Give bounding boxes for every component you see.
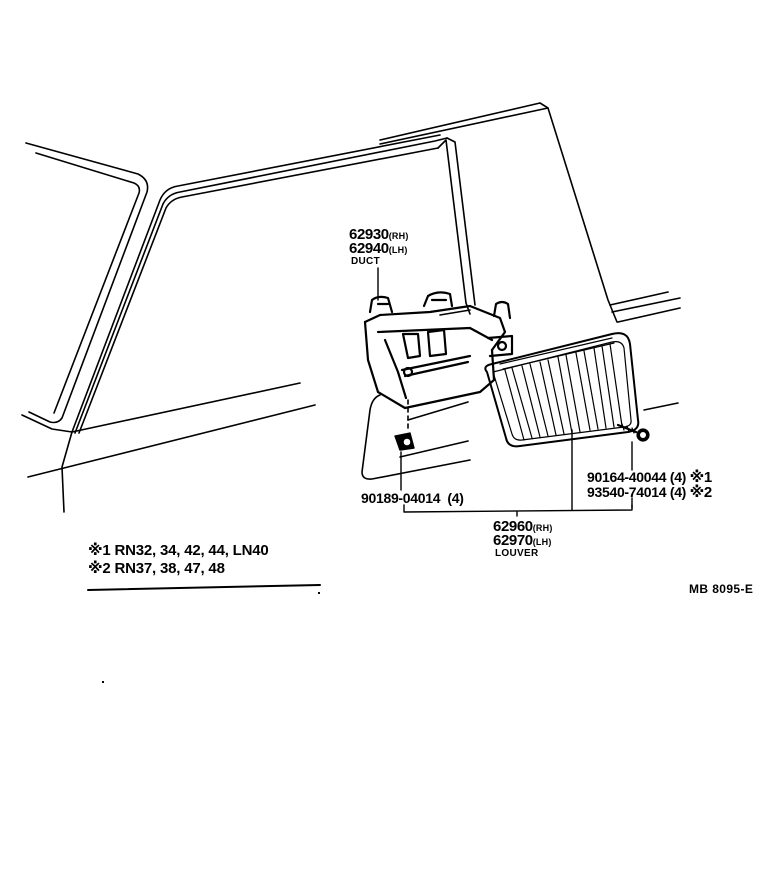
screw-2-part-label: 93540-74014 (4) ※2 — [587, 485, 712, 500]
figure-id: MB 8095-E — [689, 582, 754, 596]
louver-part — [484, 332, 640, 448]
screw-2-mark: ※2 — [689, 484, 713, 501]
screw-1-part-label: 90164-40044 (4) ※1 — [587, 470, 712, 485]
nut-number: 90189-04014 — [361, 490, 441, 506]
nut-qty: (4) — [447, 490, 464, 506]
screw-2-qty: (4) — [669, 484, 687, 500]
louver-rh-part-number: 62960(RH) — [493, 519, 553, 534]
nut-part-label: 90189-04014 (4) — [361, 491, 464, 505]
screw-1-qty: (4) — [669, 469, 687, 485]
tapping-screw — [616, 423, 650, 442]
duct-lh-number: 62940 — [349, 240, 389, 257]
duct-rh-number: 62930 — [349, 226, 389, 243]
screw-1-mark: ※1 — [689, 469, 713, 486]
note-2: ※2 RN37, 38, 47, 48 — [88, 561, 225, 576]
notes-underline — [87, 584, 321, 591]
front-door-window-frame — [21, 142, 149, 433]
louver-rh-side: (RH) — [532, 523, 553, 533]
clip-nut — [394, 432, 415, 451]
mount-panel-outline — [361, 394, 471, 480]
duct-lh-part-number: 62940(LH) — [349, 241, 408, 256]
duct-part — [363, 291, 514, 410]
louver-lh-number: 62970 — [493, 532, 533, 549]
screw-2-number: 93540-74014 — [587, 484, 667, 500]
body-belt-lines — [27, 291, 681, 513]
duct-lh-side: (LH) — [388, 245, 408, 255]
duct-name: DUCT — [351, 256, 380, 267]
note-1-mark: ※1 — [88, 542, 111, 559]
rear-quarter-window — [71, 102, 618, 434]
note-2-mark: ※2 — [88, 560, 111, 577]
note-1-text: RN32, 34, 42, 44, LN40 — [114, 542, 269, 559]
louver-lh-part-number: 62970(LH) — [493, 533, 552, 548]
note-1: ※1 RN32, 34, 42, 44, LN40 — [88, 543, 269, 558]
louver-name: LOUVER — [495, 548, 539, 559]
leader-lines — [377, 267, 633, 517]
duct-rh-side: (RH) — [388, 231, 409, 241]
note-2-text: RN37, 38, 47, 48 — [114, 560, 225, 577]
screw-1-number: 90164-40044 — [587, 469, 667, 485]
duct-rh-part-number: 62930(RH) — [349, 227, 409, 242]
louver-lh-side: (LH) — [532, 537, 552, 547]
louver-rh-number: 62960 — [493, 518, 533, 535]
